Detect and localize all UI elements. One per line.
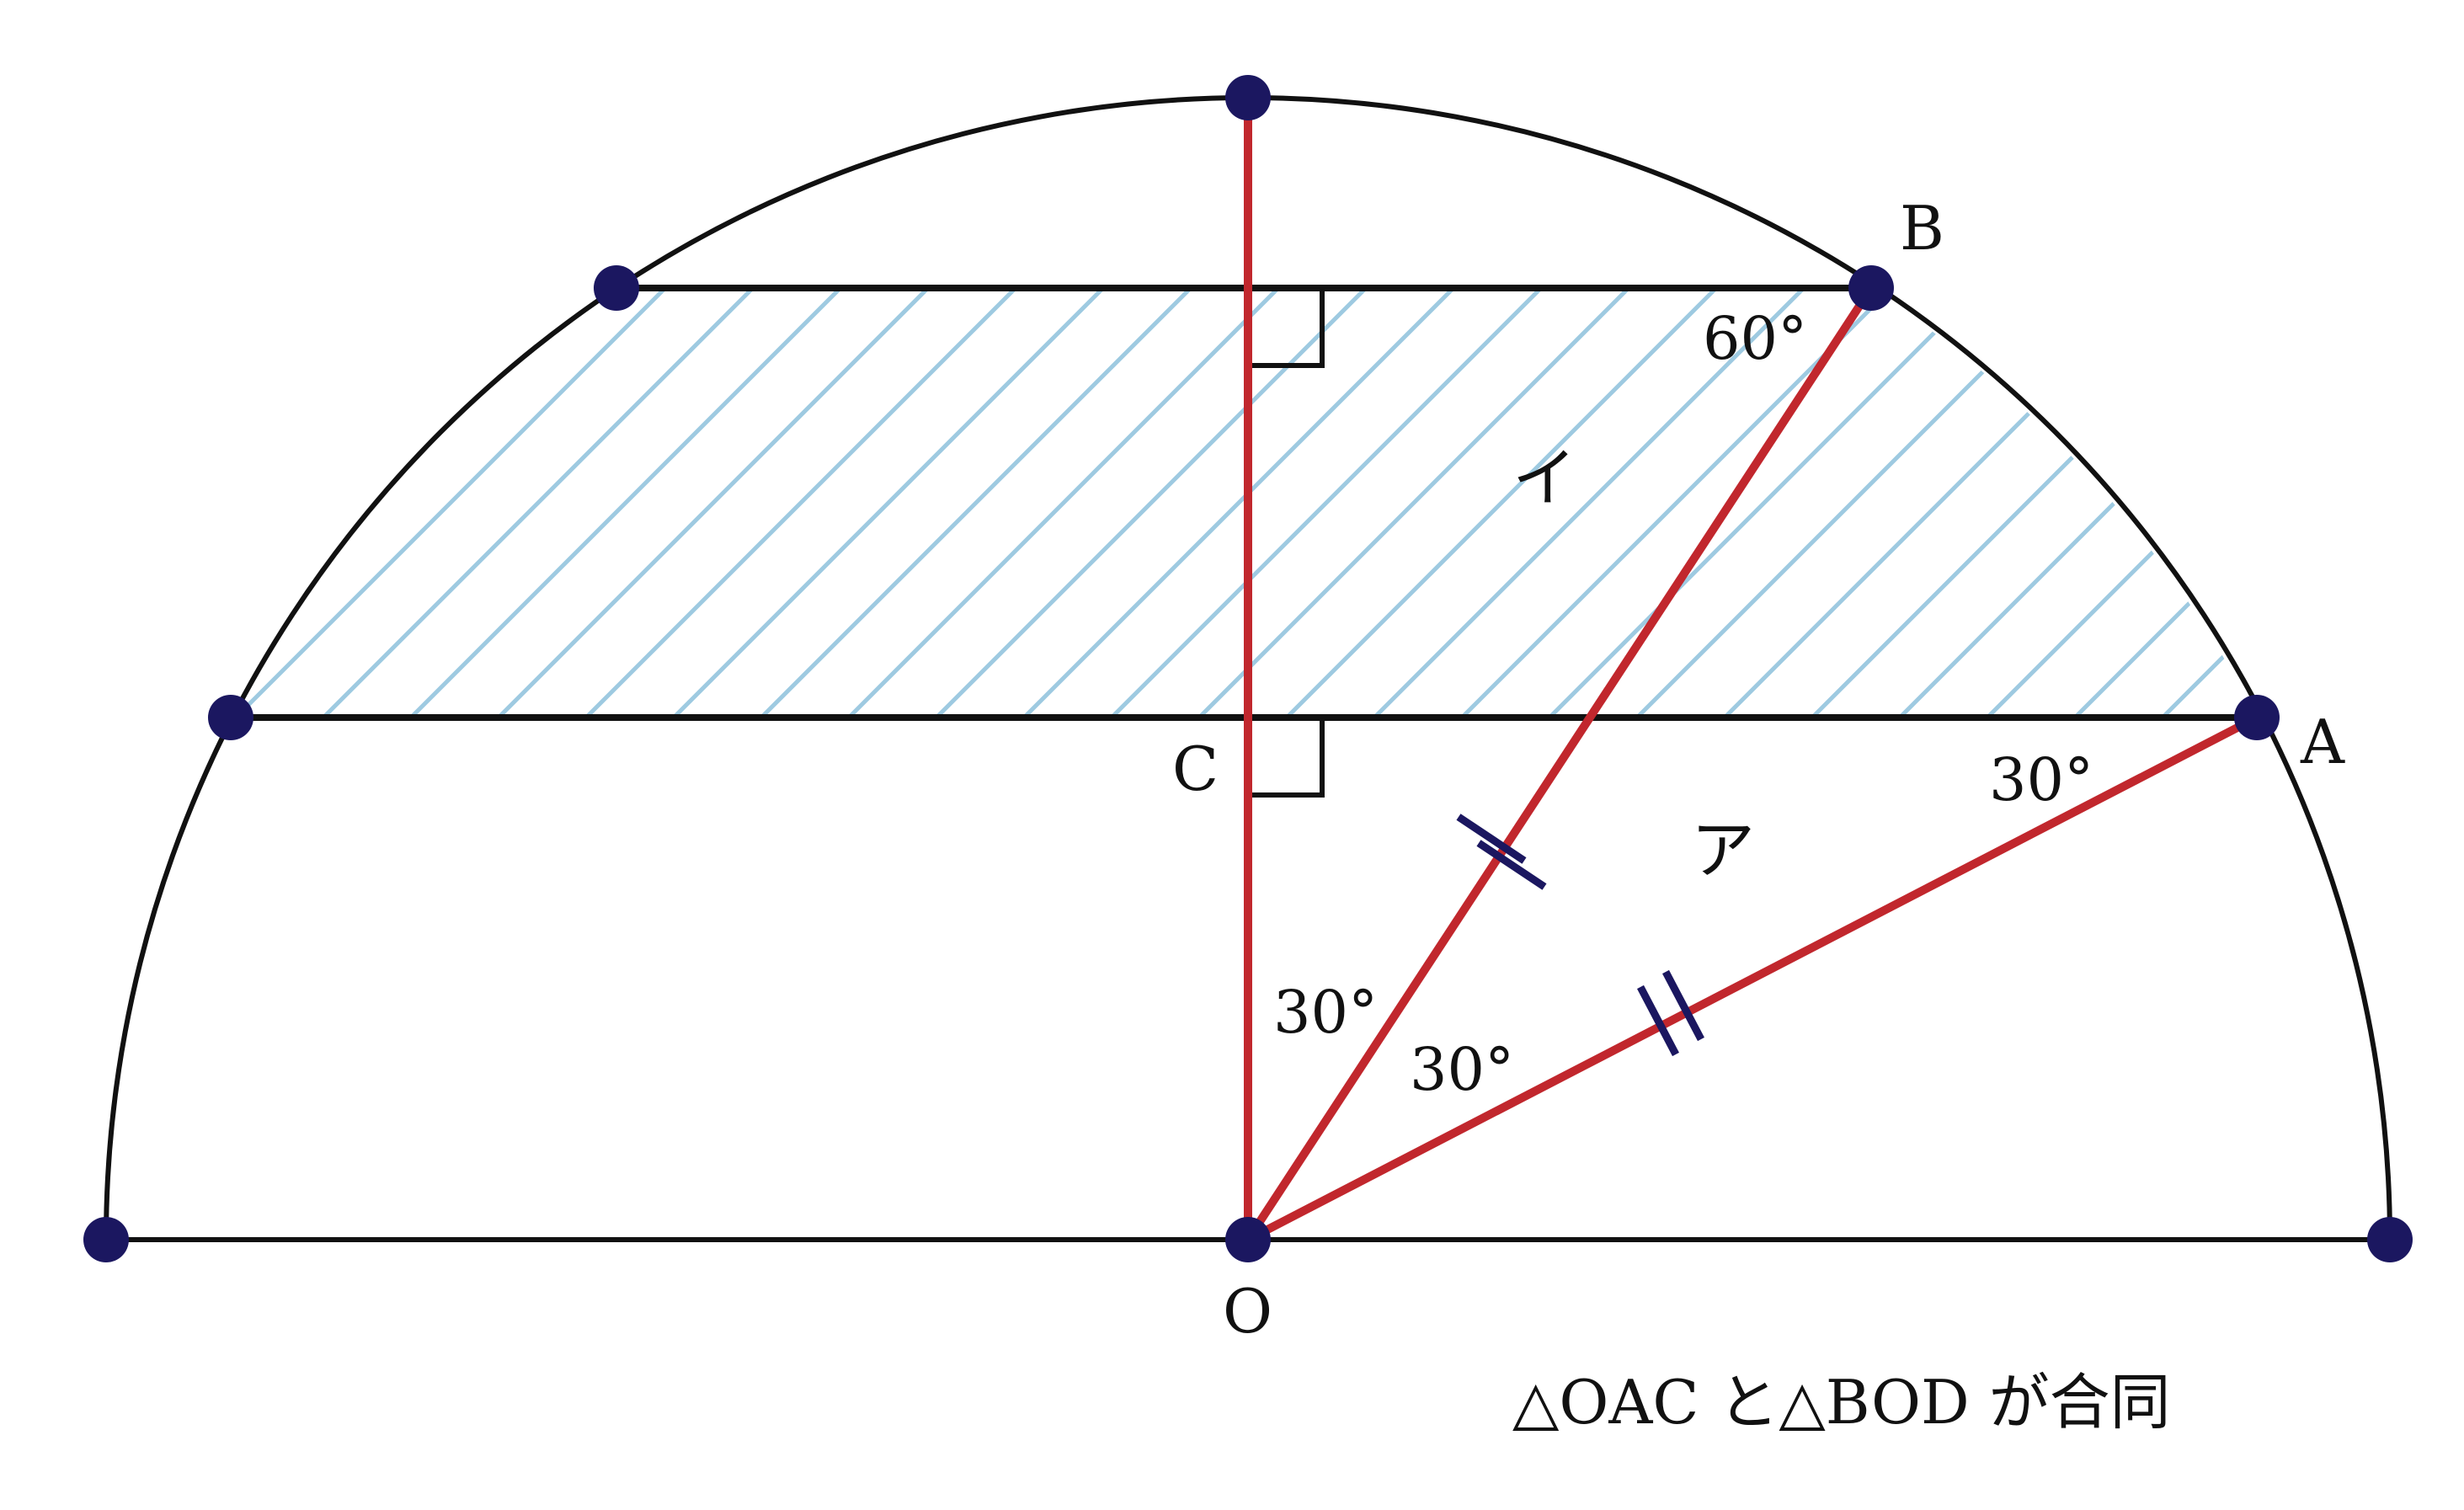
point-left-end — [83, 1217, 129, 1262]
equal-tick-ob — [1456, 814, 1547, 890]
label-region-i: イ — [1512, 440, 1576, 515]
label-point-b: B — [1900, 193, 1944, 264]
hatch-line — [1811, 288, 2243, 718]
segment-o-a — [1245, 713, 2259, 1244]
label-region-a: ア — [1691, 813, 1755, 888]
point-b — [1848, 265, 1894, 311]
hatch-line — [2338, 288, 2464, 718]
hatch-line — [1022, 288, 1455, 718]
label-angle-b: 60° — [1703, 304, 1807, 373]
equal-tick-oa — [1637, 969, 1704, 1057]
hatch-line — [1110, 288, 1543, 718]
hatch-line — [760, 288, 1192, 718]
point-a — [2234, 695, 2280, 740]
hatch-line — [584, 288, 1017, 718]
hatch-line — [1986, 288, 2257, 718]
hatch-line — [847, 288, 1280, 718]
right-angle-marker-lower — [1248, 715, 1325, 798]
label-angle-o-left: 30° — [1273, 978, 1378, 1047]
segment-o-b — [1244, 285, 1875, 1242]
hatch-line — [1635, 288, 2068, 718]
hatch-line — [1197, 288, 1630, 718]
caption-congruence: △OAC と△BOD が合同 — [1512, 1367, 2171, 1438]
right-angle-marker-upper — [1248, 285, 1325, 368]
hatch-line — [2161, 288, 2257, 718]
points — [83, 75, 2413, 1262]
hatch-line — [1548, 288, 1981, 718]
label-point-a: A — [2300, 707, 2345, 777]
point-upper-left — [594, 265, 639, 311]
point-right-end — [2367, 1217, 2413, 1262]
label-angle-o-right: 30° — [1410, 1035, 1514, 1104]
hatch-line — [2248, 288, 2257, 718]
hatch-line — [1373, 288, 1805, 718]
hatch-line — [935, 288, 1368, 718]
hatch-line — [234, 288, 667, 718]
hatch-line — [322, 288, 755, 718]
label-point-c: C — [1172, 734, 1219, 804]
hatch-line — [497, 288, 930, 718]
point-lower-left — [208, 695, 253, 740]
label-angle-a: 30° — [1989, 745, 2093, 814]
point-o — [1225, 1217, 1271, 1262]
hatch-line — [2073, 288, 2257, 718]
hatch-line — [1285, 288, 1718, 718]
hatch-line — [409, 288, 842, 718]
hatch-line — [2425, 288, 2464, 718]
label-point-o: O — [1223, 1276, 1272, 1347]
point-top — [1225, 75, 1271, 120]
hatch-line — [672, 288, 1105, 718]
hatched-region — [234, 288, 2464, 718]
